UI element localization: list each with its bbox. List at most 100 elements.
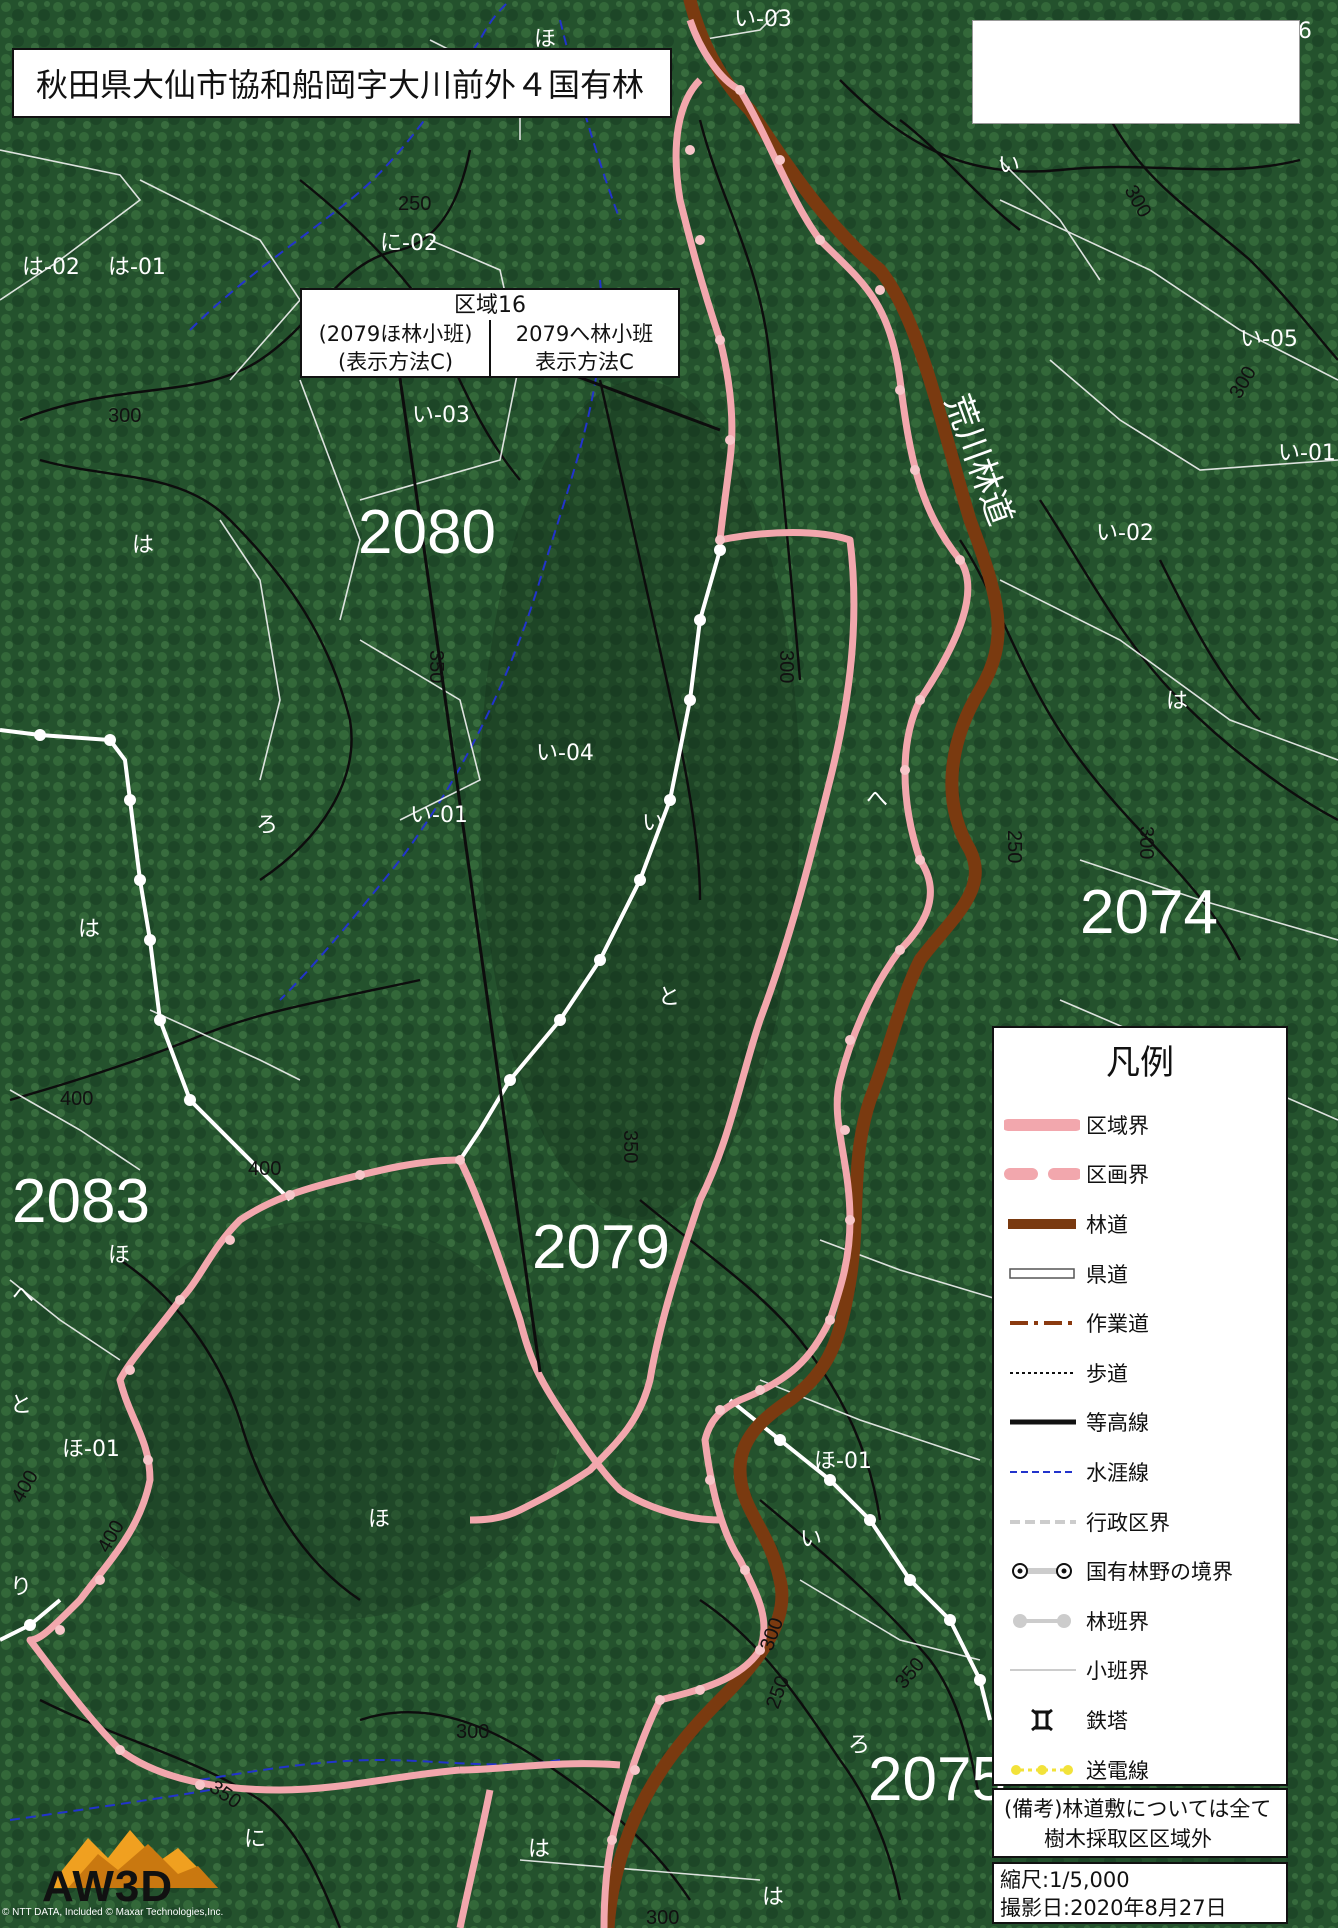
note-box: (備考)林道敷については全て 樹木採取区区域外: [992, 1788, 1288, 1858]
subcompartment-label: い: [998, 153, 1020, 178]
note-line2: 樹木採取区区域外: [1044, 1827, 1212, 1851]
pink-thick-line-icon: [1004, 1118, 1080, 1131]
compartment-2080: 2080: [358, 498, 496, 567]
callout-right-line1: 2079へ林小班: [515, 322, 654, 346]
subcompartment-label: へ: [866, 787, 888, 812]
legend-item: 鉄塔: [994, 1695, 1286, 1745]
thin-grey-line-icon: [1010, 1669, 1076, 1672]
legend: 凡例 区域界 区画界 林道 県道 作業道 歩道 等高線 水涯線 行政区界: [992, 1026, 1288, 1786]
legend-item: 小班界: [994, 1646, 1286, 1696]
compass-frame: [972, 20, 1300, 124]
contour-label: 400: [248, 1158, 281, 1180]
contour-label: 300: [646, 1907, 679, 1928]
circle-dot-line-icon: [1012, 1563, 1072, 1580]
grey-dot-line-icon: [1013, 1613, 1071, 1628]
subcompartment-label: ほ: [108, 1243, 130, 1268]
subcompartment-label: ほ: [368, 1507, 390, 1532]
callout-left-line1: (2079ほ林小班): [318, 322, 473, 346]
legend-item: 国有林野の境界: [994, 1546, 1286, 1596]
subcompartment-lines: [0, 9, 1338, 1881]
blue-dashed-line-icon: [1010, 1470, 1076, 1473]
callout-left-line2: (表示方法C): [337, 350, 454, 374]
compartment-2079: 2079: [532, 1213, 670, 1282]
subcompartment-label: は: [528, 1837, 550, 1862]
subcompartment-labels: ほ い-03 に-02 は-02 は-01 い-03 は い-04 い-01 ろ…: [10, 7, 1336, 1910]
subcompartment-label: は: [762, 1885, 784, 1910]
subcompartment-label: に: [244, 1827, 266, 1852]
pink-dashed-line-icon: [1004, 1168, 1080, 1181]
subcompartment-label: い-03: [412, 403, 470, 428]
forest-road: [601, 0, 1005, 1928]
contour-label: 250: [398, 193, 431, 215]
callout-header: 区域16: [454, 293, 526, 318]
tower-icon: [1031, 1708, 1053, 1732]
subcompartment-label: ほ-01: [62, 1437, 120, 1462]
area-boundary-dots: [55, 85, 965, 1845]
dark-basin-area: [100, 1220, 560, 1620]
photo-date-text: 撮影日:2020年8月27日: [1000, 1896, 1227, 1920]
legend-item: 作業道: [994, 1298, 1286, 1348]
legend-item: 歩道: [994, 1348, 1286, 1398]
subcompartment-label: い-03: [734, 7, 792, 32]
contour-label: 300: [108, 405, 141, 427]
subcompartment-label: ほ-01: [814, 1449, 872, 1474]
contour-label: 400: [60, 1088, 93, 1110]
subcompartment-label: に-02: [380, 231, 438, 256]
outlined-road-icon: [1009, 1267, 1075, 1279]
subcompartment-label: へ: [12, 1283, 34, 1308]
contour-label: 300: [1135, 826, 1157, 859]
legend-item: 林道: [994, 1199, 1286, 1249]
yellow-dotted-line-icon: [1011, 1764, 1074, 1775]
subcompartment-label: と: [658, 985, 680, 1010]
legend-item: 区画界: [994, 1150, 1286, 1200]
contour-label: 350: [425, 650, 447, 683]
subcompartment-label: い-01: [410, 803, 468, 828]
brown-dash-dot-line-icon: [1010, 1321, 1076, 1326]
subcompartment-label: は-01: [108, 255, 166, 280]
subcompartment-label: は: [132, 533, 154, 558]
subcompartment-label: ほ: [534, 27, 556, 52]
subcompartment-label: い-04: [536, 741, 594, 766]
scale-box: 縮尺:1/5,000 撮影日:2020年8月27日: [992, 1862, 1288, 1924]
subcompartment-label: い-02: [1096, 521, 1154, 546]
subcompartment-label: は: [1166, 689, 1188, 714]
legend-item: 送電線: [994, 1745, 1286, 1795]
callout-right: 2079へ林小班 表示方法C: [489, 320, 678, 378]
subcompartment-label: は: [78, 917, 100, 942]
imagery-credit: © NTT DATA, Included © Maxar Technologie…: [2, 1907, 224, 1918]
subcompartment-label: と: [10, 1393, 32, 1418]
black-dotted-line-icon: [1010, 1371, 1076, 1374]
contour-label: 300: [456, 1721, 489, 1743]
logo-text: AW3D: [42, 1862, 174, 1911]
black-thick-line-icon: [1010, 1419, 1076, 1425]
subcompartment-label: り: [10, 1575, 32, 1600]
legend-item: 区域界: [994, 1100, 1286, 1150]
compartment-numbers: 2080 2083 2079 2074 2075: [12, 498, 1218, 1814]
compartment-2074: 2074: [1080, 878, 1218, 947]
subcompartment-label: ろ: [848, 1733, 870, 1758]
compartment-boundary-dots: [24, 544, 986, 1686]
legend-title: 凡例: [1106, 1043, 1174, 1083]
subcompartment-label: い: [642, 811, 664, 836]
dark-valley-area: [480, 380, 800, 1220]
aw3d-logo-icon: [48, 1830, 218, 1888]
scale-text: 縮尺:1/5,000: [1000, 1868, 1130, 1892]
callout-left: (2079ほ林小班) (表示方法C): [302, 320, 489, 378]
subcompartment-label: い-01: [1278, 441, 1336, 466]
legend-item: 等高線: [994, 1398, 1286, 1448]
callout-leader-lines: [398, 368, 721, 1373]
contour-label: 300: [775, 650, 797, 683]
subcompartment-label: い: [800, 1527, 822, 1552]
compartment-2083: 2083: [12, 1167, 150, 1236]
map-title: 秋田県大仙市協和船岡字大川前外４国有林: [12, 48, 672, 118]
grey-dashed-line-icon: [1010, 1519, 1076, 1524]
legend-item: 林班界: [994, 1596, 1286, 1646]
subcompartment-label: い-05: [1240, 327, 1298, 352]
contour-label: 250: [1003, 830, 1025, 863]
compartment-2075: 2075: [868, 1745, 1006, 1814]
legend-item: 行政区界: [994, 1497, 1286, 1547]
legend-item: 県道: [994, 1249, 1286, 1299]
subcompartment-label: は-02: [22, 255, 80, 280]
brown-thick-line-icon: [1008, 1218, 1076, 1229]
area-callout: 区域16 (2079ほ林小班) (表示方法C) 2079へ林小班 表示方法C: [300, 288, 680, 378]
